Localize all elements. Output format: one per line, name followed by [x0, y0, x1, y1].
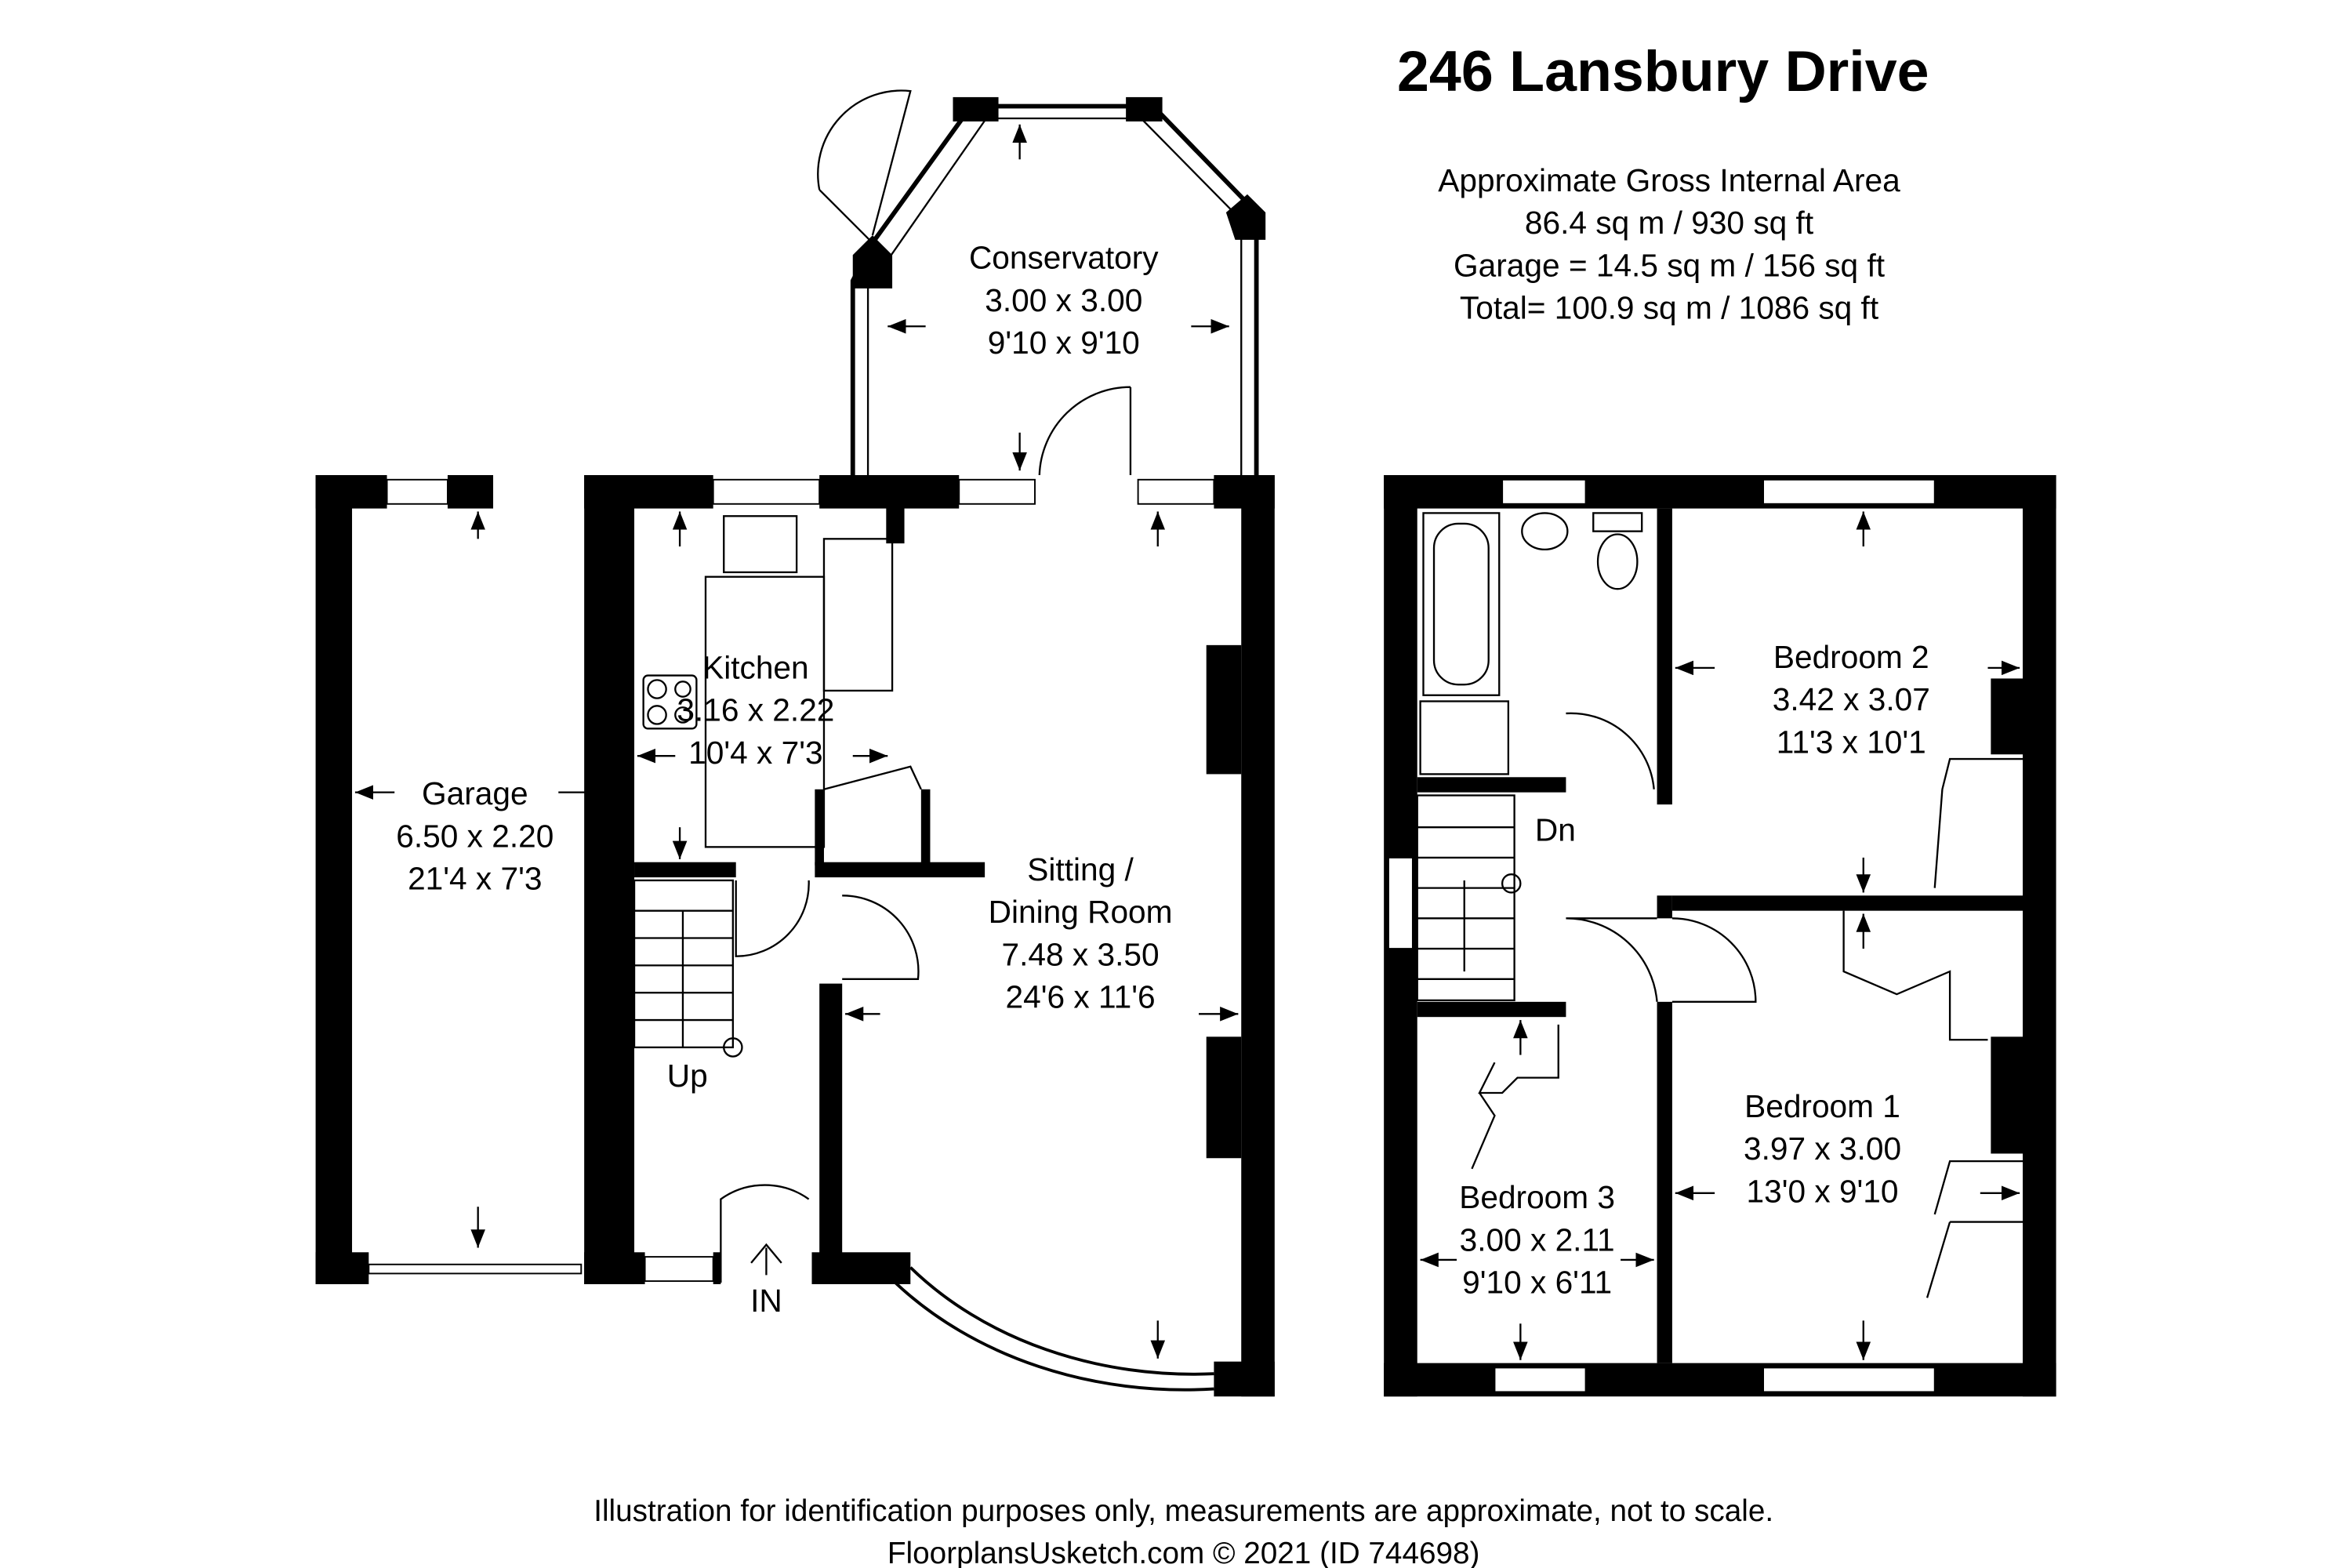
room-metric: 3.00 x 3.00: [985, 282, 1142, 318]
room-label-sitting-dining: Sitting / Dining Room 7.48 x 3.50 24'6 x…: [989, 851, 1173, 1015]
room-name: Bedroom 3: [1459, 1179, 1615, 1215]
hob-icon: [642, 674, 698, 730]
conservatory-walls: [817, 89, 1266, 476]
room-metric: 3.00 x 2.11: [1460, 1221, 1615, 1258]
dimension-arrows: [354, 124, 1239, 1359]
bath-icon: [1422, 512, 1501, 696]
stairs-down: [1416, 757, 2023, 1298]
area-main: 86.4 sq m / 930 sq ft: [1525, 205, 1813, 241]
credit-text: FloorplansUsketch.com © 2021 (ID 744698): [887, 1537, 1480, 1568]
kitchen-fixtures: [642, 515, 922, 848]
bathroom-fixtures: [1419, 512, 1655, 789]
stairs-up: [633, 879, 920, 1283]
room-label-conservatory: Conservatory 3.00 x 3.00 9'10 x 9'10: [969, 240, 1159, 361]
room-imperial: 11'3 x 10'1: [1777, 724, 1926, 760]
room-metric: 3.16 x 2.22: [677, 692, 834, 728]
toilet-icon: [1592, 512, 1643, 532]
room-label-garage: Garage 6.50 x 2.20 21'4 x 7'3: [396, 775, 554, 896]
room-name: Bedroom 1: [1744, 1088, 1900, 1124]
disclaimer-text: Illustration for identification purposes…: [593, 1494, 1773, 1528]
room-label-bedroom3: Bedroom 3 3.00 x 2.11 9'10 x 6'11: [1459, 1179, 1615, 1300]
room-name: Bedroom 2: [1773, 639, 1929, 675]
room-label-kitchen: Kitchen 3.16 x 2.22 10'4 x 7'3: [677, 649, 834, 770]
room-imperial: 13'0 x 9'10: [1747, 1173, 1899, 1209]
room-label-bedroom2: Bedroom 2 3.42 x 3.07 11'3 x 10'1: [1773, 639, 1930, 760]
room-imperial: 24'6 x 11'6: [1006, 979, 1156, 1015]
area-total: Total= 100.9 sq m / 1086 sq ft: [1460, 290, 1878, 326]
room-name: Conservatory: [969, 240, 1159, 276]
room-name-line2: Dining Room: [989, 894, 1173, 930]
room-imperial: 9'10 x 9'10: [988, 325, 1140, 361]
room-name: Sitting /: [1027, 851, 1134, 887]
area-summary: Approximate Gross Internal Area 86.4 sq …: [1438, 162, 1900, 326]
room-metric: 3.42 x 3.07: [1773, 681, 1930, 717]
entrance-arrow-icon: [750, 1243, 782, 1276]
area-garage: Garage = 14.5 sq m / 156 sq ft: [1454, 247, 1885, 283]
first-windows: [1388, 478, 1936, 1393]
ground-floor-plan: Conservatory 3.00 x 3.00 9'10 x 9'10 Kit…: [315, 89, 1275, 1397]
basin-icon: [1521, 512, 1569, 551]
stairs-down-label: Dn: [1535, 812, 1576, 848]
ground-windows: [368, 478, 1215, 1392]
area-heading: Approximate Gross Internal Area: [1438, 162, 1900, 198]
room-metric: 6.50 x 2.20: [396, 818, 554, 854]
room-name: Kitchen: [702, 649, 809, 685]
room-imperial: 9'10 x 6'11: [1462, 1265, 1612, 1301]
shower-icon: [1419, 700, 1510, 775]
room-imperial: 10'4 x 7'3: [688, 735, 822, 771]
room-metric: 7.48 x 3.50: [1002, 936, 1160, 972]
room-label-bedroom1: Bedroom 1 3.97 x 3.00 13'0 x 9'10: [1744, 1088, 1901, 1209]
property-title: 246 Lansbury Drive: [1397, 38, 1929, 103]
first-dimension-arrows: [1420, 511, 2020, 1360]
sink-icon: [723, 515, 798, 574]
stairs-up-label: Up: [667, 1058, 708, 1094]
room-imperial: 21'4 x 7'3: [408, 861, 542, 897]
room-metric: 3.97 x 3.00: [1744, 1131, 1901, 1167]
room-name: Garage: [422, 775, 528, 811]
first-floor-plan: Bedroom 2 3.42 x 3.07 11'3 x 10'1 Bedroo…: [1384, 475, 2056, 1397]
entrance-label: IN: [750, 1283, 782, 1319]
first-walls: [1384, 475, 2056, 1397]
ground-walls: [315, 475, 1275, 1397]
